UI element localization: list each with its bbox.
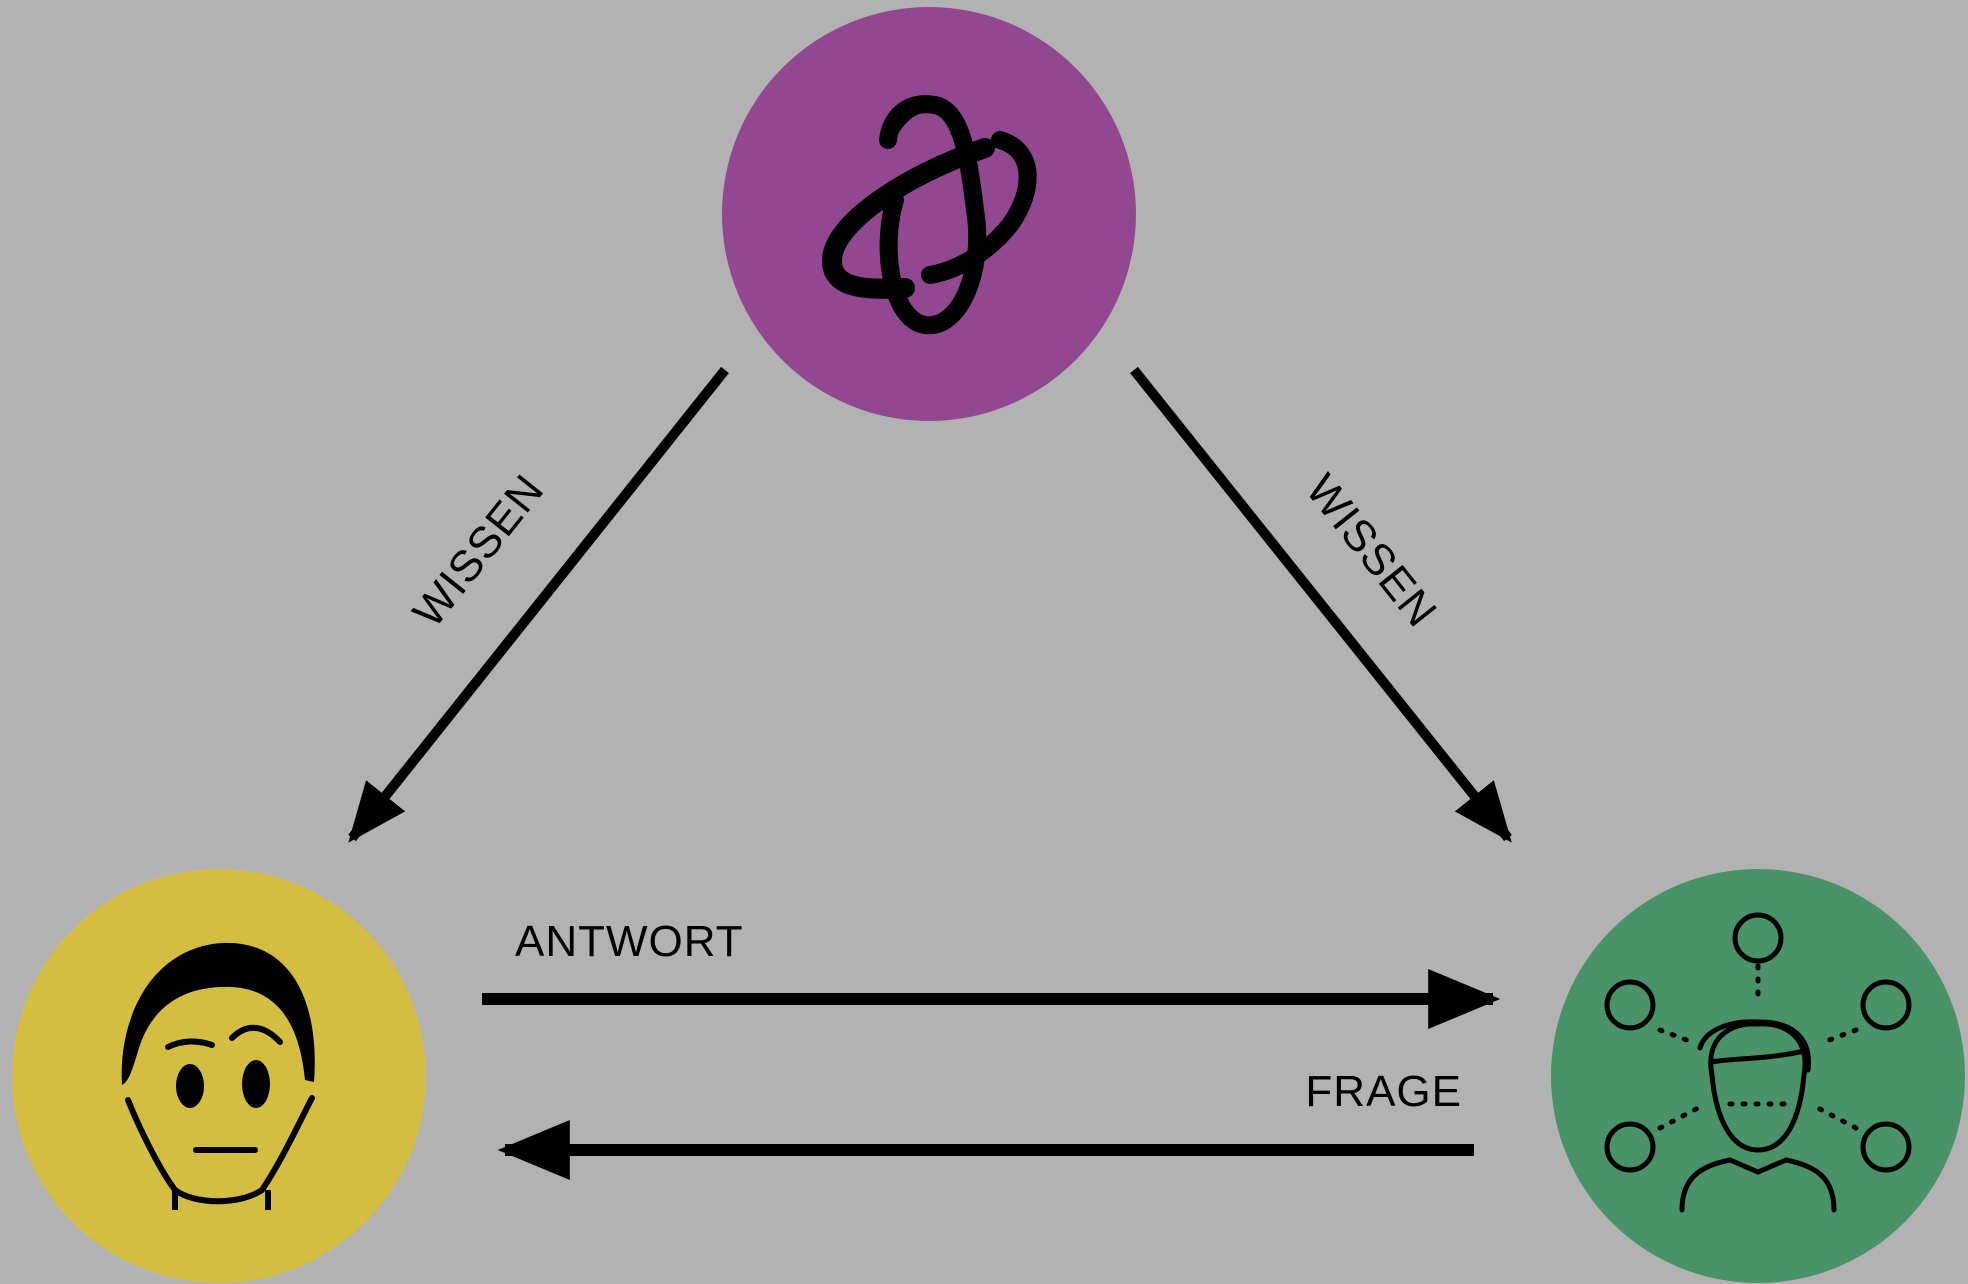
label-antwort: ANTWORT	[515, 917, 744, 966]
network-node-right-upper	[1860, 979, 1912, 1031]
neck	[172, 1190, 271, 1210]
network-node-right-lower	[1860, 1121, 1912, 1173]
right-eye	[242, 1060, 270, 1108]
knot-symbol-icon	[822, 95, 1037, 335]
arrow-source-to-group	[1130, 366, 1512, 843]
left-eyebrow	[165, 1038, 215, 1050]
learner-node-circle	[12, 869, 426, 1283]
label-frage: FRAGE	[1305, 1067, 1462, 1116]
source-node	[722, 7, 1136, 421]
edge-frage: FRAGE	[497, 1067, 1474, 1180]
network-node-top	[1732, 912, 1784, 964]
left-eye	[176, 1064, 204, 1108]
edge-antwort: ANTWORT	[482, 917, 1501, 1029]
source-node-circle	[722, 7, 1136, 421]
person-hair	[1697, 1019, 1811, 1073]
person-shoulders	[1679, 1157, 1837, 1213]
group-node-circle	[1551, 869, 1965, 1283]
learner-node	[12, 869, 426, 1283]
person-network-icon	[1604, 912, 1912, 1213]
network-node-left-upper	[1604, 979, 1656, 1031]
network-node-left-lower	[1604, 1121, 1656, 1173]
right-eyebrow	[229, 1025, 283, 1045]
arrow-source-to-learner	[348, 366, 729, 843]
hair	[121, 942, 315, 1085]
person-head	[1708, 1021, 1808, 1153]
puzzled-face-icon	[121, 942, 315, 1210]
face-outline	[125, 1095, 315, 1205]
group-node	[1551, 869, 1965, 1283]
network-links	[1657, 963, 1859, 1131]
